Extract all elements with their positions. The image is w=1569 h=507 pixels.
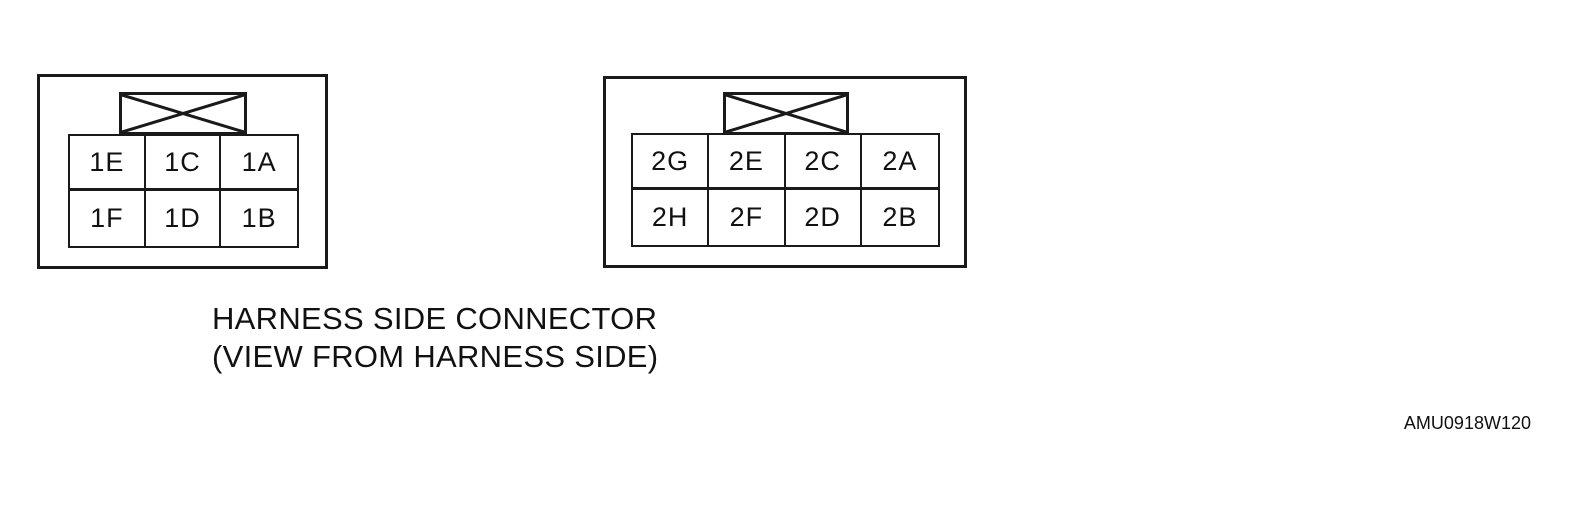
- pin-cell: 2H: [633, 190, 710, 245]
- caption-line-1: HARNESS SIDE CONNECTOR: [212, 301, 658, 336]
- pin-cell: 2G: [633, 135, 710, 190]
- connector-1-pin-grid: 1E 1C 1A 1F 1D 1B: [68, 134, 299, 248]
- latch-cross-icon: [726, 95, 846, 132]
- pin-cell: 2C: [785, 135, 862, 190]
- pin-cell: 2D: [786, 190, 862, 245]
- figure-code: AMU0918W120: [1403, 413, 1531, 433]
- pin-cell: 1A: [221, 136, 297, 191]
- connector-2-latch: [723, 92, 849, 135]
- pin-cell: 2A: [861, 135, 938, 190]
- caption-line-2: (VIEW FROM HARNESS SIDE): [212, 339, 659, 374]
- pin-cell: 1F: [70, 191, 146, 246]
- pin-cell: 1C: [145, 136, 222, 191]
- pin-cell: 1E: [70, 136, 146, 191]
- connector-2-pin-grid: 2G 2E 2C 2A 2H 2F 2D 2B: [631, 133, 940, 247]
- diagram-caption: HARNESS SIDE CONNECTOR (VIEW FROM HARNES…: [212, 300, 658, 376]
- latch-cross-icon: [122, 95, 244, 132]
- pin-cell: 2E: [709, 135, 786, 190]
- connector-2: 2G 2E 2C 2A 2H 2F 2D 2B: [603, 76, 967, 268]
- connector-1: 1E 1C 1A 1F 1D 1B: [37, 74, 328, 269]
- pin-cell: 1D: [146, 191, 222, 246]
- pin-cell: 1B: [241, 203, 277, 233]
- pin-cell: 2B: [882, 202, 918, 232]
- pin-cell: 2F: [709, 190, 786, 245]
- connector-1-latch: [119, 92, 247, 135]
